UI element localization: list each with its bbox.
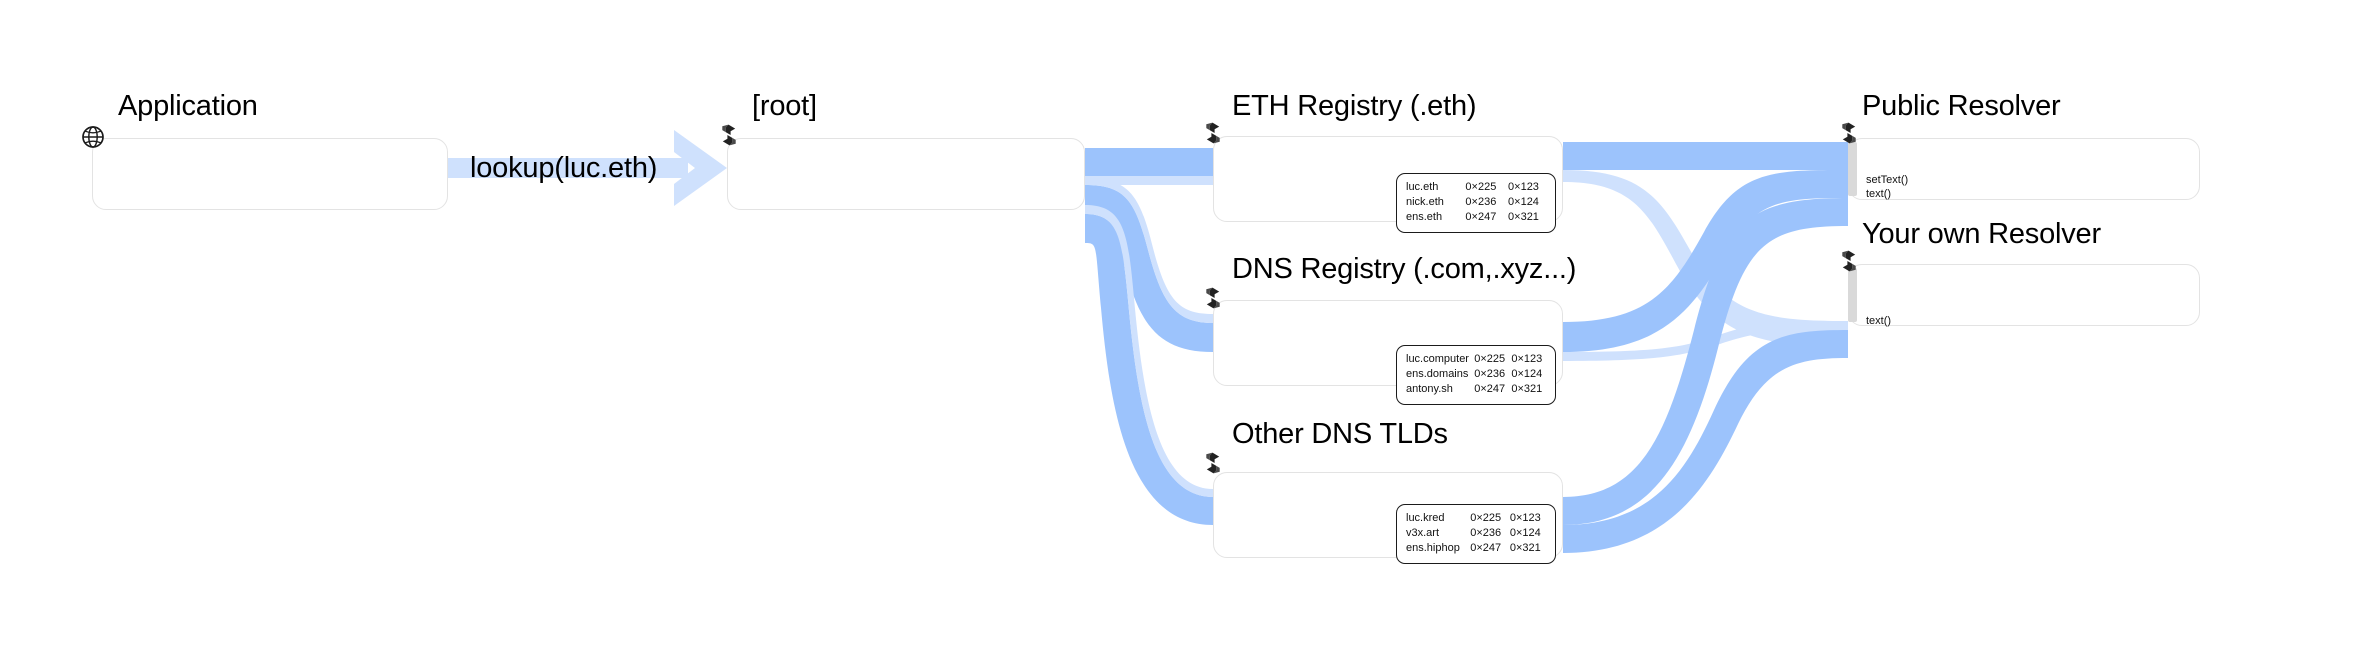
record-col-a: 0×225 [1474, 353, 1506, 365]
flow-root-to-eth-light [1085, 176, 1213, 185]
record-col-b: 0×321 [1509, 541, 1541, 554]
record-col-b: 0×124 [1508, 195, 1539, 208]
record-name: ens.domains [1406, 367, 1469, 380]
dns-registry-record-rows: luc.computer 0×225 0×123 ens.domains 0×2… [1406, 352, 1546, 397]
your-own-resolver-title: Your own Resolver [1862, 218, 2101, 250]
node-public-resolver[interactable] [1848, 138, 2200, 200]
record-col-a: 0×225 [1470, 512, 1502, 524]
record-col-a: 0×236 [1465, 195, 1497, 208]
method-item: setText() [1866, 174, 1909, 186]
flow-arrowhead-root [674, 130, 727, 206]
record-name: luc.computer [1406, 353, 1469, 365]
other-dns-tlds-title: Other DNS TLDs [1232, 418, 1448, 450]
dns-registry-title: DNS Registry (.com,.xyz...) [1232, 253, 1577, 285]
table-row: luc.computer 0×225 0×123 [1406, 352, 1546, 367]
flow-other-to-public [1563, 198, 1848, 525]
table-row: ens.domains 0×236 0×124 [1406, 367, 1546, 382]
flow-root-to-dns-light [1085, 178, 1213, 323]
table-row: v3x.art 0×236 0×124 [1406, 526, 1546, 541]
other-dns-tlds-records: luc.kred 0×225 0×123 v3x.art 0×236 0×124… [1396, 504, 1556, 564]
record-name: luc.eth [1406, 181, 1439, 193]
record-col-b: 0×123 [1509, 512, 1541, 524]
edge-label-lookup: lookup(luc.eth) [470, 152, 658, 184]
public-resolver-accent-bar [1848, 142, 1857, 196]
root-title: [root] [752, 90, 817, 122]
eth-registry-records: luc.eth 0×225 0×123 nick.eth 0×236 0×124… [1396, 173, 1556, 233]
flow-other-to-yourown [1563, 330, 1848, 553]
table-row: antony.sh 0×247 0×321 [1406, 382, 1546, 397]
record-col-a: 0×236 [1470, 526, 1502, 539]
record-name: nick.eth [1406, 195, 1444, 208]
dns-registry-records: luc.computer 0×225 0×123 ens.domains 0×2… [1396, 345, 1556, 405]
other-dns-tlds-record-rows: luc.kred 0×225 0×123 v3x.art 0×236 0×124… [1406, 511, 1546, 556]
node-application[interactable] [92, 138, 448, 210]
record-col-a: 0×225 [1465, 181, 1497, 193]
record-col-a: 0×247 [1474, 382, 1506, 395]
table-row: nick.eth 0×236 0×124 [1406, 195, 1546, 210]
application-title: Application [118, 90, 258, 122]
record-name: antony.sh [1406, 382, 1453, 395]
method-item: text() [1866, 315, 1892, 327]
flow-app-to-root [448, 158, 688, 178]
eth-registry-record-rows: luc.eth 0×225 0×123 nick.eth 0×236 0×124… [1406, 180, 1546, 225]
node-your-own-resolver[interactable] [1848, 264, 2200, 326]
record-col-b: 0×124 [1509, 526, 1541, 539]
record-col-b: 0×321 [1511, 382, 1543, 395]
method-item: text() [1866, 188, 1892, 201]
your-own-resolver-accent-bar [1848, 268, 1857, 322]
flow-root-to-eth [1085, 148, 1213, 176]
record-name: v3x.art [1406, 526, 1440, 539]
table-row: ens.hiphop 0×247 0×321 [1406, 541, 1546, 556]
public-resolver-methods: setText() text() [1866, 173, 1908, 202]
table-row: luc.kred 0×225 0×123 [1406, 511, 1546, 526]
eth-registry-title: ETH Registry (.eth) [1232, 90, 1477, 122]
table-row: luc.eth 0×225 0×123 [1406, 180, 1546, 195]
record-col-b: 0×124 [1511, 367, 1543, 380]
record-col-b: 0×123 [1508, 181, 1539, 193]
record-col-b: 0×321 [1508, 210, 1539, 223]
record-col-a: 0×247 [1465, 210, 1497, 223]
flow-eth-to-public [1563, 142, 1848, 170]
flow-root-to-other [1085, 214, 1213, 525]
record-col-a: 0×247 [1470, 541, 1502, 554]
record-name: luc.kred [1406, 512, 1445, 524]
node-root[interactable] [727, 138, 1085, 210]
record-name: ens.hiphop [1406, 541, 1460, 554]
table-row: ens.eth 0×247 0×321 [1406, 210, 1546, 225]
your-own-resolver-methods: text() [1866, 314, 1891, 328]
record-col-b: 0×123 [1511, 353, 1543, 365]
public-resolver-title: Public Resolver [1862, 90, 2061, 122]
flow-dns-to-public [1563, 170, 1848, 352]
record-col-a: 0×236 [1474, 367, 1506, 380]
record-name: ens.eth [1406, 210, 1443, 223]
